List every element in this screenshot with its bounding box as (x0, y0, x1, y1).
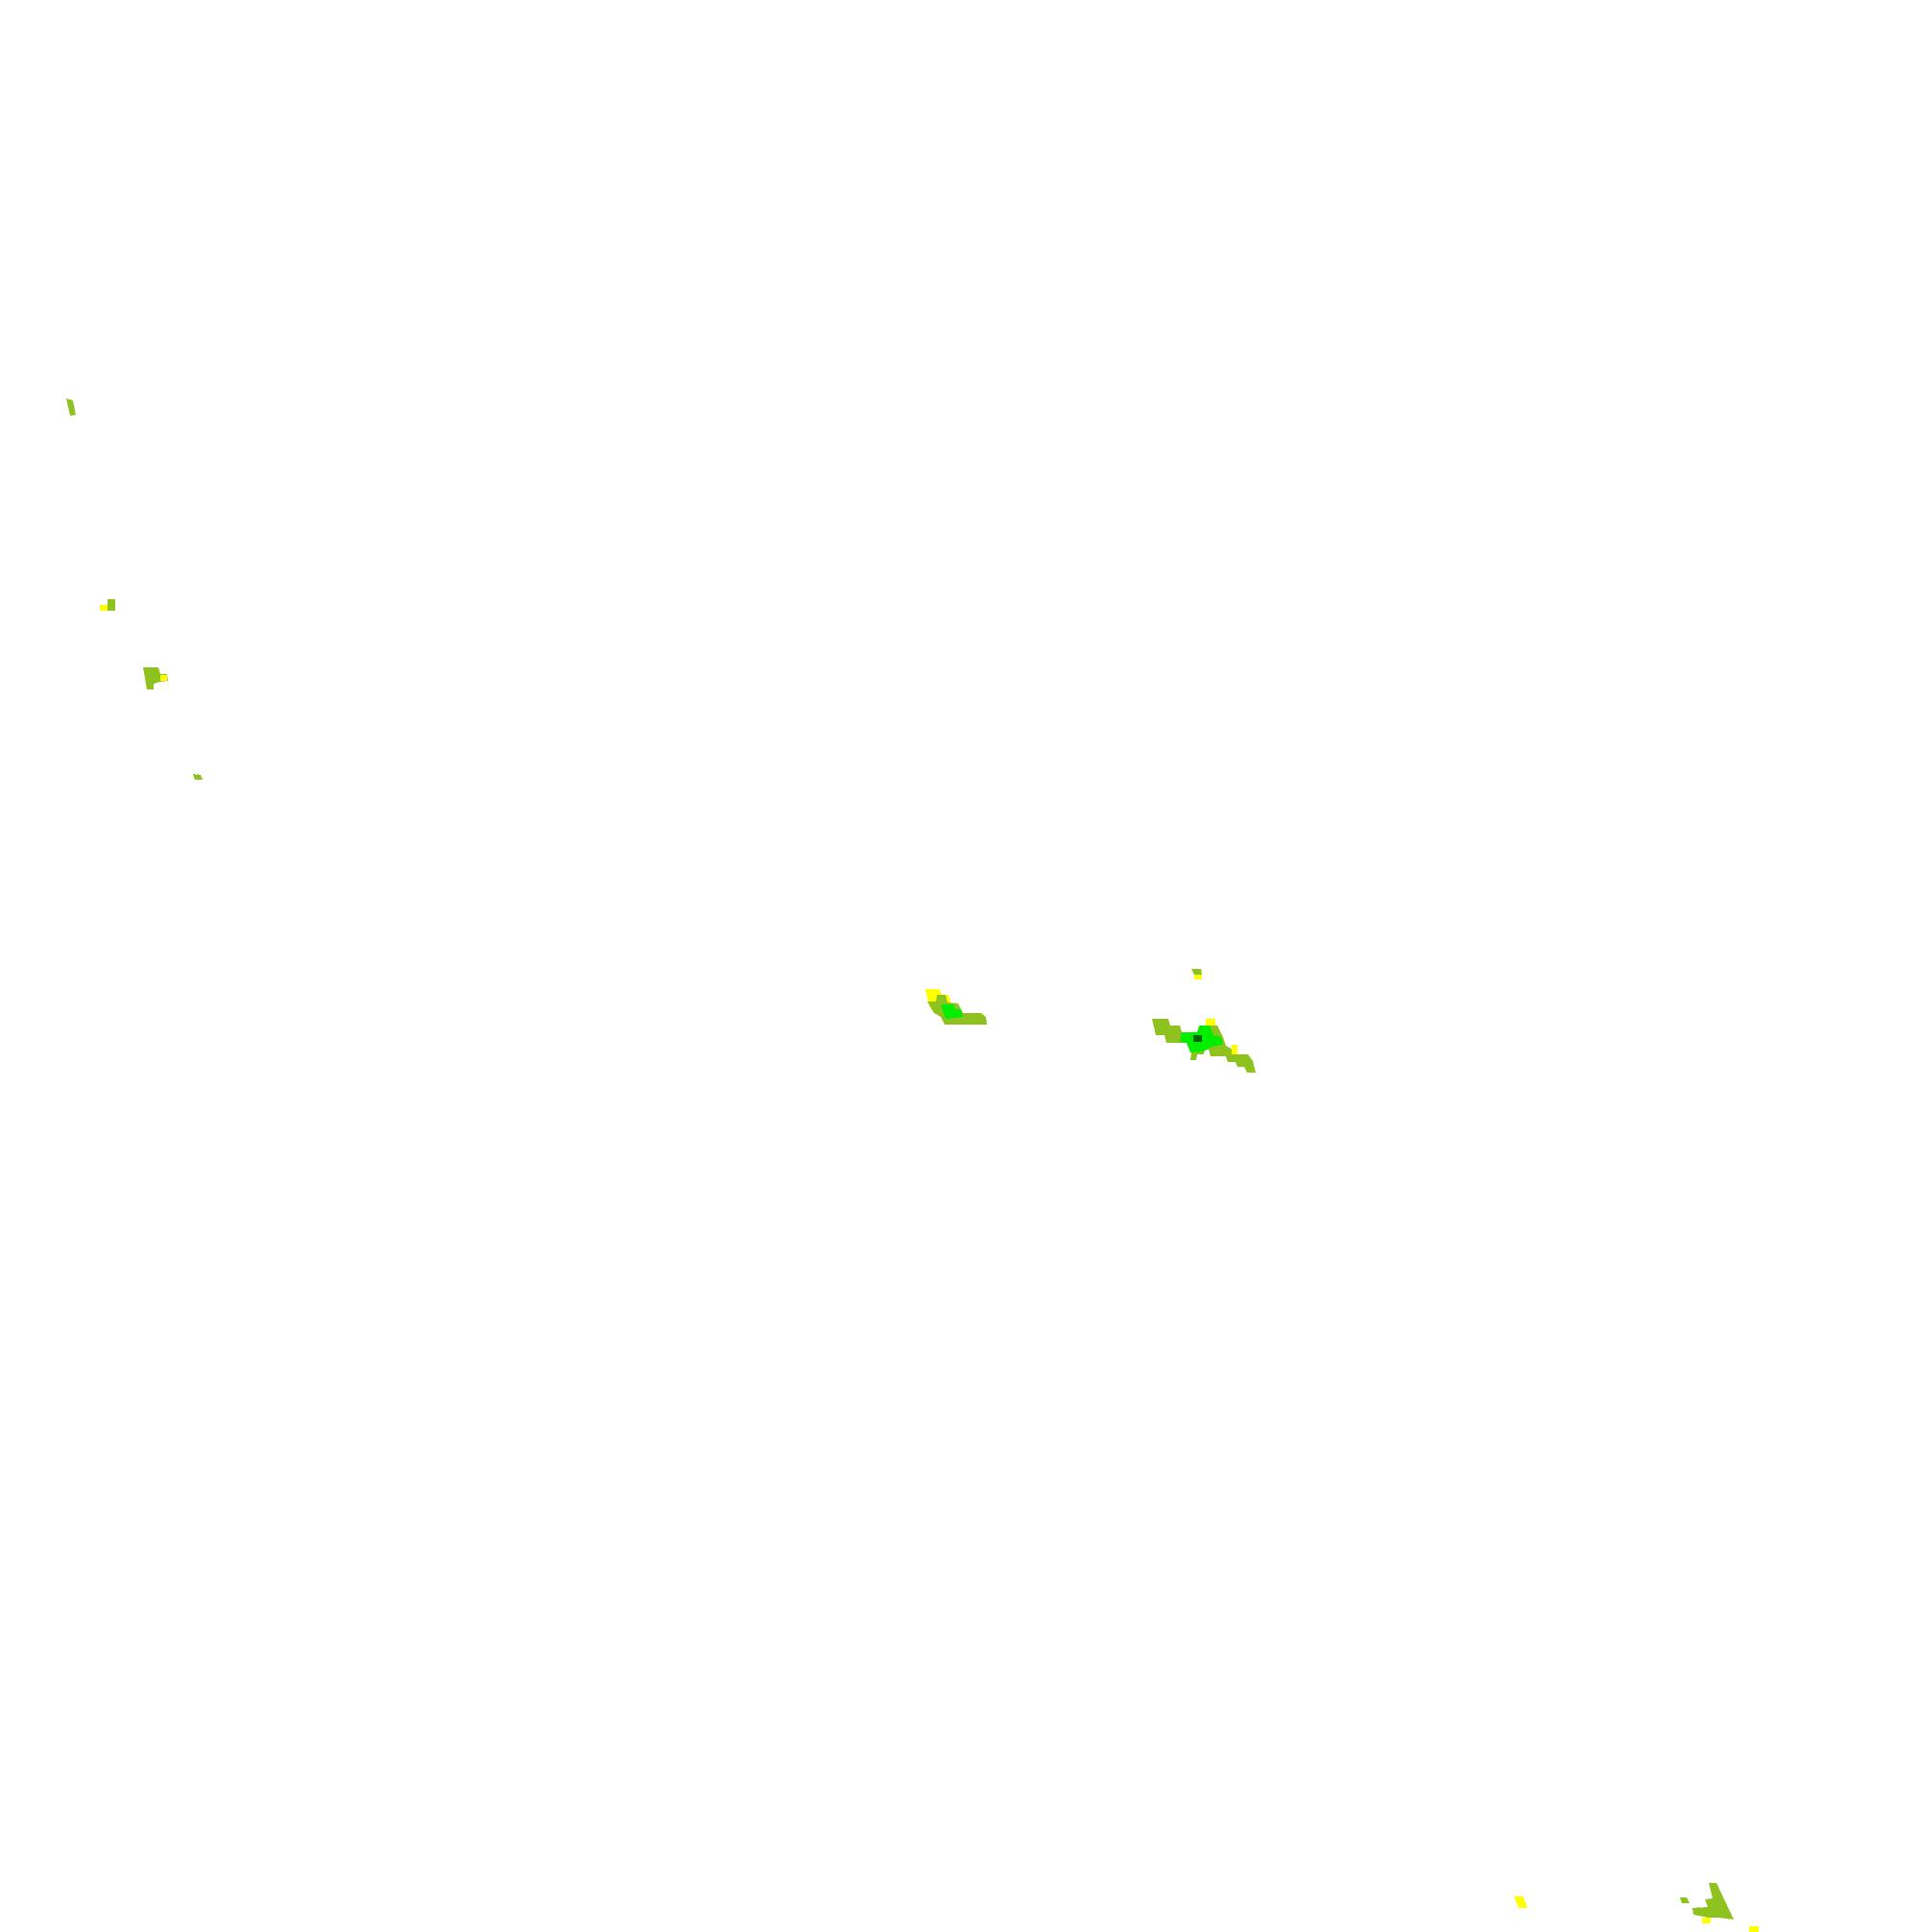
radar-cell-high (941, 1004, 963, 1019)
radar-cell-low (1702, 1918, 1711, 1923)
radar-cell-medium (193, 774, 203, 780)
radar-cell-cluster (1680, 1883, 1759, 1932)
radar-cell-low (160, 675, 167, 681)
radar-cell-cluster (1191, 969, 1202, 979)
radar-cell-low (1194, 975, 1202, 979)
radar-cell-cluster (143, 667, 168, 689)
radar-cell-low (1514, 1896, 1527, 1908)
radar-cell-cluster (100, 599, 115, 611)
radar-cell-medium (108, 599, 115, 611)
radar-cell-low (1749, 1926, 1759, 1932)
radar-cell-medium (1191, 969, 1202, 975)
radar-cell-cluster (1152, 1019, 1256, 1073)
radar-cell-medium (1692, 1883, 1734, 1920)
radar-cell-cluster (66, 398, 76, 416)
radar-cell-low (1206, 1019, 1215, 1026)
radar-cell-medium (143, 667, 168, 689)
radar-cell-cluster (1514, 1896, 1527, 1908)
radar-cell-medium (66, 398, 76, 416)
radar-cell-low (100, 605, 108, 611)
radar-cell-cluster (193, 774, 203, 780)
radar-cell-cluster (925, 989, 987, 1025)
radar-cell-peak (1193, 1035, 1202, 1042)
radar-cell-low (1232, 1045, 1237, 1054)
radar-cell-medium (1680, 1897, 1690, 1903)
